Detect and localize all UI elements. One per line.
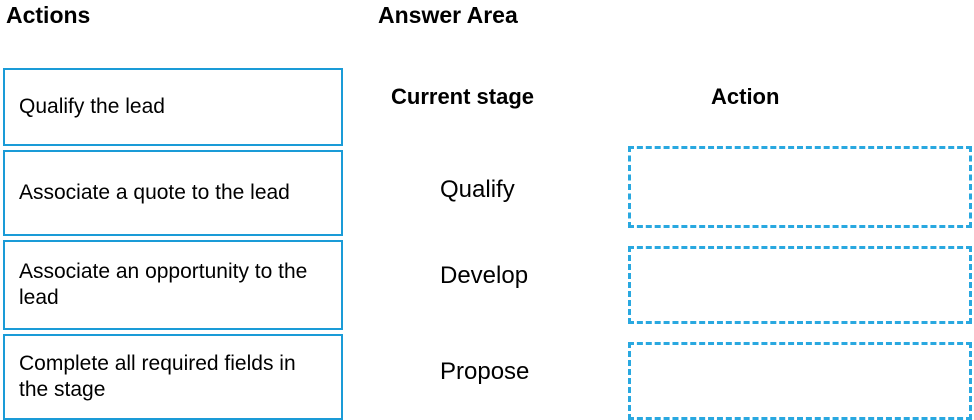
action-option-label: Associate a quote to the lead — [19, 181, 290, 205]
stage-label-develop: Develop — [440, 262, 529, 289]
drop-zone-qualify[interactable] — [628, 146, 972, 228]
action-option-label: Associate an opportunity to the lead — [19, 260, 308, 309]
action-column-heading: Action — [711, 84, 780, 109]
answer-area-heading: Answer Area — [378, 2, 518, 28]
action-option-complete-required-fields[interactable]: Complete all required fields in the stag… — [3, 334, 343, 420]
stage-label-qualify: Qualify — [440, 176, 515, 203]
action-option-qualify-the-lead[interactable]: Qualify the lead — [3, 68, 343, 146]
action-option-label: Qualify the lead — [19, 95, 165, 119]
stage-label-propose: Propose — [440, 358, 530, 385]
drop-zone-propose[interactable] — [628, 342, 972, 420]
actions-column-heading: Actions — [6, 2, 91, 28]
drop-zone-develop[interactable] — [628, 246, 972, 324]
current-stage-column-heading: Current stage — [391, 84, 535, 109]
action-option-associate-quote[interactable]: Associate a quote to the lead — [3, 150, 343, 236]
action-option-label: Complete all required fields in the stag… — [19, 352, 296, 401]
action-option-associate-opportunity[interactable]: Associate an opportunity to the lead — [3, 240, 343, 330]
